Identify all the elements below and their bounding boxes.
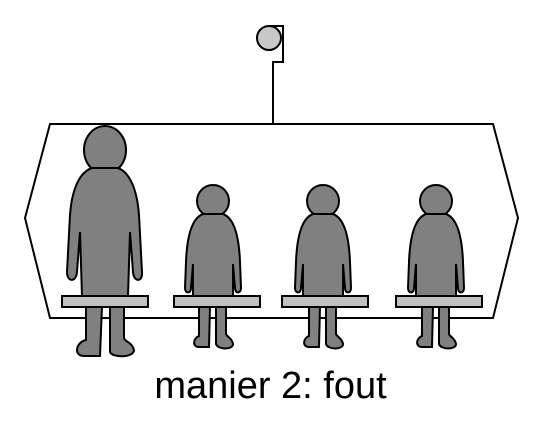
child-passenger bbox=[183, 184, 243, 350]
pulley bbox=[256, 25, 282, 51]
hanger bbox=[256, 25, 284, 124]
adult-passenger bbox=[65, 125, 144, 358]
bench bbox=[281, 295, 369, 308]
cable-hook bbox=[269, 25, 284, 124]
gondola-cabin bbox=[23, 123, 520, 319]
bench bbox=[61, 295, 149, 308]
bench bbox=[173, 295, 261, 308]
bench bbox=[395, 295, 483, 308]
diagram-caption: manier 2: fout bbox=[154, 365, 387, 407]
benches bbox=[61, 295, 483, 308]
child-passenger bbox=[293, 184, 353, 350]
child-passenger bbox=[406, 184, 466, 350]
